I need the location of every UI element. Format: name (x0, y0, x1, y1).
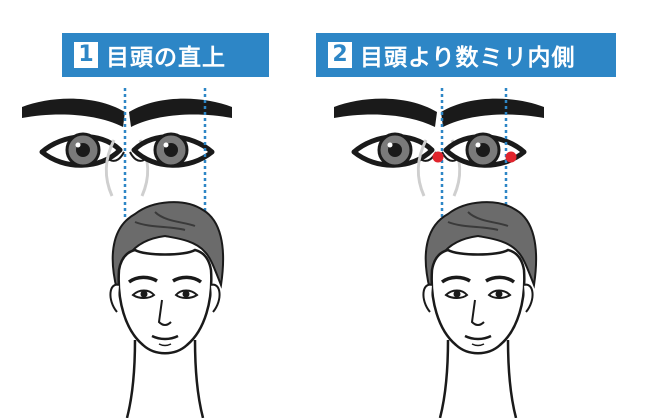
panel-2-right-eye-icon (418, 99, 544, 196)
panel-1-title: 目頭の直上 (106, 45, 226, 71)
panel-2-marker-right (505, 151, 517, 163)
panel-2-marker-left (432, 151, 444, 163)
panel-2-face-icon (421, 200, 538, 418)
panel-2-title: 目頭より数ミリ内側 (360, 45, 576, 71)
panel-2-number: 2 (328, 42, 352, 68)
panel-2-title-badge: 2 目頭より数ミリ内側 (316, 33, 616, 77)
panel-1-number: 1 (74, 42, 98, 68)
panel-1-title-badge: 1 目頭の直上 (62, 33, 269, 77)
panel-1-left-eye-icon (22, 99, 148, 196)
panel-1-eyes (22, 99, 232, 196)
panel-1-face-icon (108, 200, 225, 418)
panel-2-eyes (334, 99, 544, 196)
